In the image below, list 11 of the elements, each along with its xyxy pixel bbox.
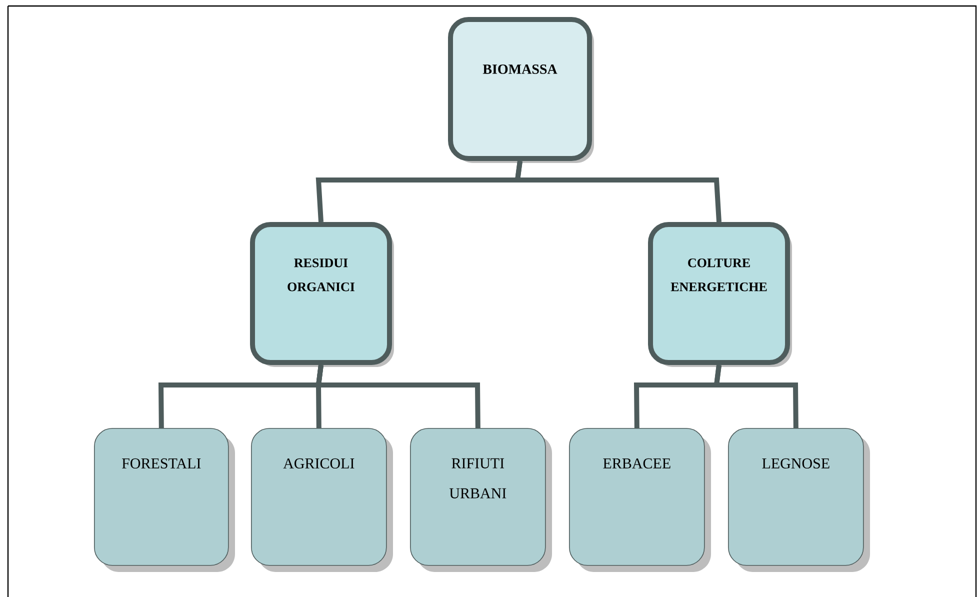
category-box: ERBACEE	[569, 428, 711, 572]
category-box: LEGNOSE	[728, 428, 870, 572]
category-box: AGRICOLI	[251, 428, 393, 572]
connector	[514, 160, 722, 222]
connector	[316, 364, 480, 428]
category-box: FORESTALI	[94, 428, 235, 572]
connector	[714, 364, 798, 428]
process-box: BIOMASSA	[448, 17, 594, 163]
category-box: RIFIUTI URBANI	[410, 428, 552, 572]
process-box: COLTURE ENERGETICHE	[648, 222, 792, 367]
process-box: RESIDUI ORGANICI	[250, 222, 394, 367]
